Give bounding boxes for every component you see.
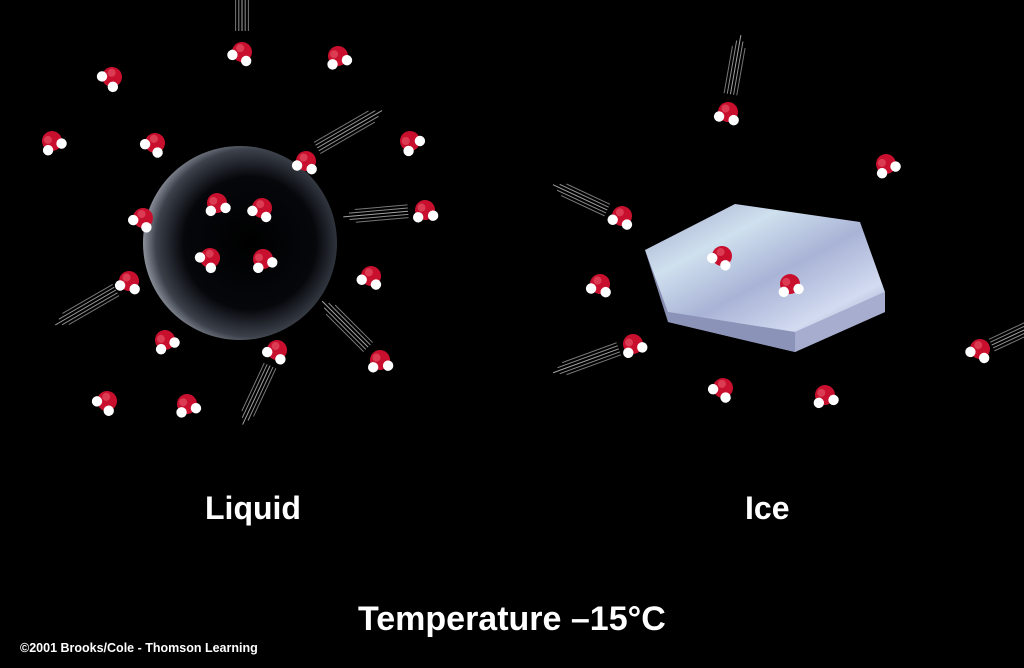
water-molecule-icon [139, 133, 165, 158]
water-molecule-icon [253, 249, 278, 274]
water-molecule-icon [262, 340, 287, 365]
water-molecule-icon [607, 206, 633, 230]
water-molecule-icon [367, 350, 394, 373]
water-molecule-icon [585, 274, 611, 298]
water-molecule-icon [114, 271, 140, 295]
ice-crystal [645, 204, 885, 352]
water-molecule-icon [176, 394, 202, 418]
motion-streak-icon [552, 342, 622, 376]
motion-streak-icon [235, 0, 249, 31]
water-molecule-icon [155, 330, 180, 355]
motion-streak-icon [552, 183, 611, 217]
water-molecule-icon [713, 102, 739, 126]
motion-streak-icon [321, 300, 373, 352]
water-molecule-icon [356, 266, 382, 290]
water-molecule-icon [194, 248, 220, 274]
water-molecule-icon [778, 274, 804, 298]
water-molecule-icon [96, 67, 122, 93]
water-molecule-icon [91, 391, 117, 416]
water-molecule-icon [205, 193, 231, 217]
motion-streak-icon [55, 284, 120, 326]
water-molecule-icon [813, 385, 839, 409]
water-molecule-icon [327, 46, 353, 70]
copyright-notice: ©2001 Brooks/Cole - Thomson Learning [20, 641, 258, 655]
water-molecule-icon [128, 208, 153, 233]
temperature-label: Temperature –15°C [358, 600, 666, 638]
water-molecule-icon [291, 151, 317, 175]
liquid-droplet [143, 146, 337, 340]
ice-label: Ice [745, 490, 790, 526]
motion-streak-icon [723, 35, 746, 96]
water-molecule-icon [412, 200, 439, 223]
water-molecule-icon [707, 246, 732, 271]
water-molecule-icon [707, 378, 733, 403]
water-molecule-icon [400, 131, 426, 157]
water-molecule-icon [965, 339, 990, 364]
water-molecule-icon [247, 198, 272, 223]
motion-streaks [55, 0, 1024, 425]
motion-streak-icon [313, 110, 383, 154]
water-molecule-icon [42, 131, 67, 156]
motion-streak-icon [343, 204, 409, 223]
water-molecule-icon [227, 42, 252, 67]
motion-streak-icon [988, 314, 1024, 352]
liquid-label: Liquid [205, 490, 301, 526]
motion-streak-icon [241, 362, 277, 425]
water-molecule-icon [876, 154, 901, 179]
water-molecule-icon [623, 334, 648, 359]
water-molecules [42, 42, 990, 418]
